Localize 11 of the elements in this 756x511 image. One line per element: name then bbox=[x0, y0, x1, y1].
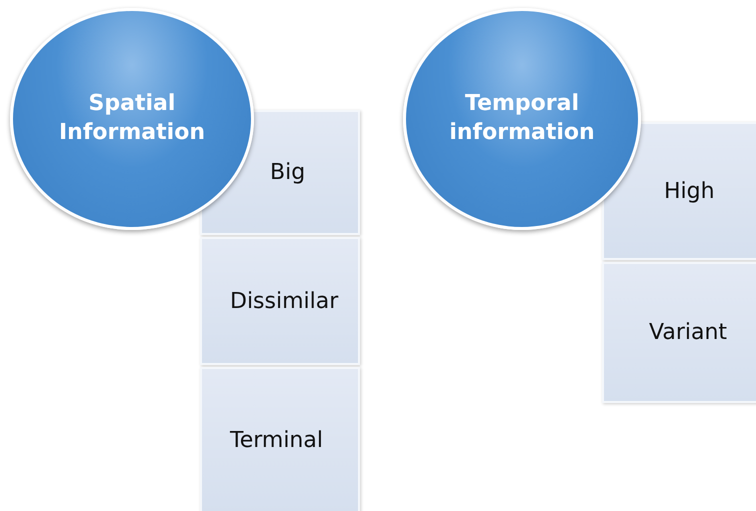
item-text: Dissimilar bbox=[230, 288, 338, 314]
item-text: Variant bbox=[649, 320, 728, 345]
heading-text: Temporal information bbox=[448, 90, 596, 147]
list-box bbox=[200, 367, 360, 511]
heading-text: Spatial Information bbox=[58, 90, 206, 147]
item-text: High bbox=[664, 178, 715, 204]
list-box bbox=[602, 262, 756, 403]
item-text: Big bbox=[270, 160, 306, 185]
item-text: Terminal bbox=[230, 428, 323, 452]
list-box bbox=[200, 237, 360, 365]
list-box bbox=[602, 122, 756, 260]
